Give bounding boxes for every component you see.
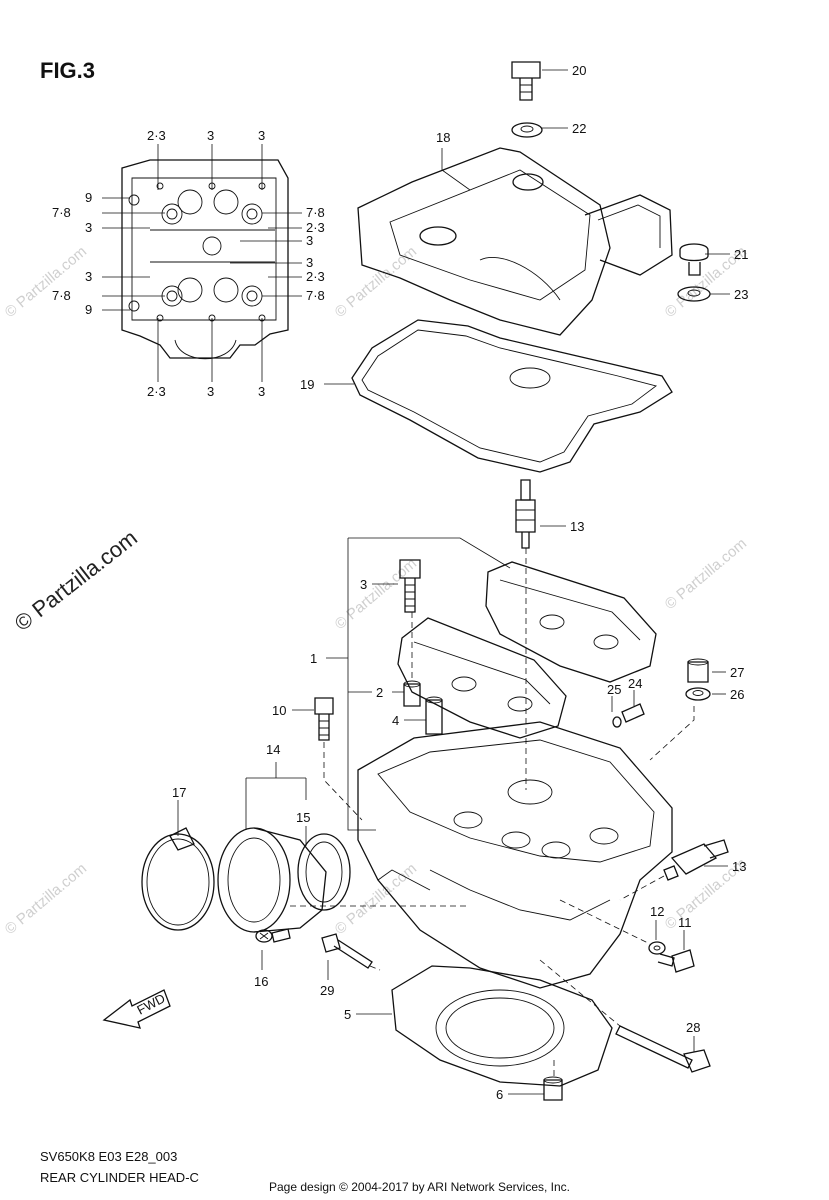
pin-27: [687, 658, 709, 683]
dowel-pin-2: [403, 680, 421, 707]
callout-26: 26: [730, 687, 744, 702]
torque-label: 7·8: [52, 205, 71, 220]
head-gasket-5: [391, 965, 613, 1087]
torque-label: 3: [258, 128, 265, 143]
torque-label: 9: [85, 302, 92, 317]
torque-label: 3: [85, 220, 92, 235]
torque-label: 2·3: [306, 220, 325, 235]
callout-14: 14: [266, 742, 280, 757]
torque-label: 2·3: [147, 128, 166, 143]
callout-4: 4: [392, 713, 399, 728]
torque-leader-lines: [102, 144, 302, 382]
torque-label: 2·3: [306, 269, 325, 284]
callout-6: 6: [496, 1087, 503, 1102]
callout-29: 29: [320, 983, 334, 998]
cylinder-head-top-view: [121, 159, 289, 360]
callout-leaders: [177, 69, 730, 1095]
callout-13: 13: [570, 519, 584, 534]
torque-label: 3: [85, 269, 92, 284]
callout-5: 5: [344, 1007, 351, 1022]
torque-label: 7·8: [306, 288, 325, 303]
faint-watermarks: © Partzilla.com © Partzilla.com © Partzi…: [2, 243, 750, 938]
faint-watermark: © Partzilla.com: [2, 860, 90, 938]
faint-watermark: © Partzilla.com: [2, 243, 90, 321]
intake-gasket-15: [297, 833, 351, 911]
grommet-bolt-21: [679, 243, 709, 276]
callout-27: 27: [730, 665, 744, 680]
model-code: SV650K8 E03 E28_003: [40, 1149, 178, 1164]
torque-label: 3: [207, 128, 214, 143]
callout-21: 21: [734, 247, 748, 262]
callout-25: 25: [607, 682, 621, 697]
faint-watermark: © Partzilla.com: [332, 860, 420, 938]
bolt-29: [321, 933, 373, 969]
faint-watermark: © Partzilla.com: [332, 555, 420, 633]
washer-26: [685, 687, 711, 701]
callout-10: 10: [272, 703, 286, 718]
dashed-assembly-lines: [290, 548, 695, 1080]
head-cover-bolt-20: [511, 61, 541, 101]
torque-label: 9: [85, 190, 92, 205]
torque-labels: 2·3 3 3 9 7·8 3 3 7·8 9 7·8 2·3 3 3 2·3 …: [52, 128, 325, 399]
callout-20: 20: [572, 63, 586, 78]
union-24: [621, 703, 645, 723]
callout-23: 23: [734, 287, 748, 302]
dowel-pin-6: [543, 1076, 563, 1101]
fwd-label: FWD: [134, 991, 167, 1018]
torque-label: 2·3: [147, 384, 166, 399]
callout-18: 18: [436, 130, 450, 145]
callout-12: 12: [650, 904, 664, 919]
fwd-arrow: FWD: [102, 989, 171, 1029]
torque-label: 3: [207, 384, 214, 399]
cover-gasket-19: [351, 319, 673, 473]
torque-label: 7·8: [306, 205, 325, 220]
callout-15: 15: [296, 810, 310, 825]
clamp-17: [141, 827, 215, 931]
callout-28: 28: [686, 1020, 700, 1035]
torque-label: 3: [306, 255, 313, 270]
torque-label: 3: [306, 233, 313, 248]
cylinder-head-body: [357, 721, 673, 989]
partzilla-watermark: © Partzilla.com: [10, 525, 142, 636]
cylinder-head-cover-18: [357, 147, 673, 336]
seal-washer-22: [511, 122, 543, 138]
spark-plug-13-side: [663, 839, 729, 881]
bolt-10: [314, 697, 334, 741]
torque-label: 7·8: [52, 288, 71, 303]
dowel-pin-4: [425, 696, 443, 735]
callout-24: 24: [628, 676, 642, 691]
callout-19: 19: [300, 377, 314, 392]
faint-watermark: © Partzilla.com: [332, 243, 420, 321]
washer-12: [648, 941, 666, 955]
callout-22: 22: [572, 121, 586, 136]
callout-1: 1: [310, 651, 317, 666]
spark-plug-13-top: [515, 479, 536, 549]
o-ring-25: [612, 716, 622, 728]
bolt-11: [657, 949, 695, 973]
torque-label: 3: [258, 384, 265, 399]
callout-11: 11: [678, 915, 692, 930]
callout-16: 16: [254, 974, 268, 989]
callout-3: 3: [360, 577, 367, 592]
bolt-28: [615, 1025, 711, 1073]
screw-16: [255, 928, 291, 943]
intake-pipe-14: [217, 827, 327, 933]
camshaft-holder-upper: [485, 561, 657, 683]
copyright-notice: Page design © 2004-2017 by ARI Network S…: [269, 1180, 571, 1194]
callout-2: 2: [376, 685, 383, 700]
diagram-name: REAR CYLINDER HEAD-C: [40, 1170, 199, 1185]
callout-numbers: 20 22 18 21 23 19 13 3 1 2 4 10 25 24 27…: [172, 63, 748, 1102]
callout-17: 17: [172, 785, 186, 800]
bolt-3: [399, 559, 421, 613]
faint-watermark: © Partzilla.com: [662, 535, 750, 613]
callout-13b: 13: [732, 859, 746, 874]
figure-title: FIG.3: [40, 58, 95, 83]
